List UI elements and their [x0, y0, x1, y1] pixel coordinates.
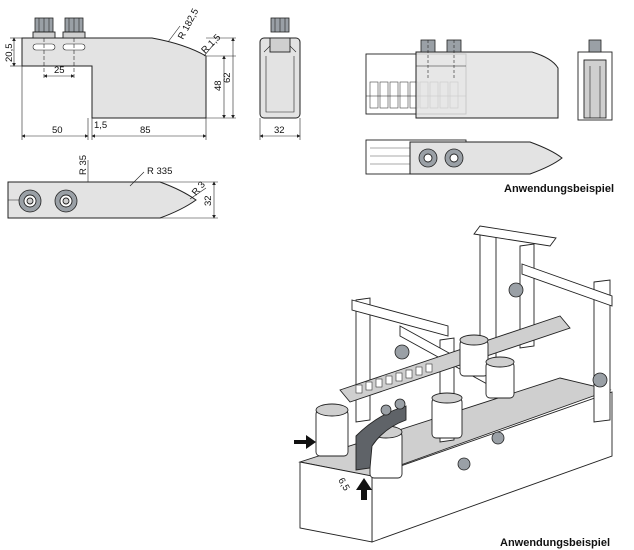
radius-182-5: R 182,5	[176, 7, 201, 42]
application-example-small: Anwendungsbeispiel	[365, 39, 614, 195]
can-icon	[485, 356, 515, 399]
arrow-up-icon	[356, 478, 372, 500]
dim-32-top: 32	[203, 195, 214, 206]
nut-icon	[270, 17, 290, 33]
can-icon	[459, 334, 489, 377]
nut-icon	[446, 39, 462, 80]
application-example-large: 6,5 Anwendungsbeispiel	[294, 225, 613, 549]
caption-top: Anwendungsbeispiel	[504, 183, 614, 195]
nut-icon	[18, 189, 42, 213]
dim-25: 25	[54, 65, 65, 76]
dim-62: 62	[222, 72, 233, 83]
arrow-right-icon	[294, 435, 316, 449]
radius-35: R 35	[78, 155, 89, 175]
nut-icon	[444, 148, 464, 168]
dim-85: 85	[140, 125, 151, 136]
nut-icon	[420, 39, 436, 80]
dim-20-5: 20,5	[4, 44, 15, 63]
dim-32-front: 32	[274, 125, 285, 136]
radius-1-5: R 1,5	[199, 32, 223, 56]
guide-piece	[355, 405, 407, 471]
dim-1-5: 1,5	[94, 120, 107, 131]
front-view: 32	[259, 17, 301, 140]
dim-50: 50	[52, 125, 63, 136]
caption-bottom: Anwendungsbeispiel	[500, 537, 610, 549]
top-view: R 35 R 335 R 3 32	[7, 155, 218, 219]
radius-335: R 335	[147, 166, 172, 177]
nut-icon	[418, 148, 438, 168]
dim-48: 48	[213, 80, 224, 91]
side-view: 25 20,5 R 182,5 R 1,5 48 62 50 1,5 85	[4, 7, 236, 140]
nut-icon	[54, 189, 78, 213]
can-icon	[315, 403, 349, 457]
nut-icon	[32, 17, 56, 39]
nut-icon	[62, 17, 86, 39]
can-icon	[431, 392, 463, 439]
